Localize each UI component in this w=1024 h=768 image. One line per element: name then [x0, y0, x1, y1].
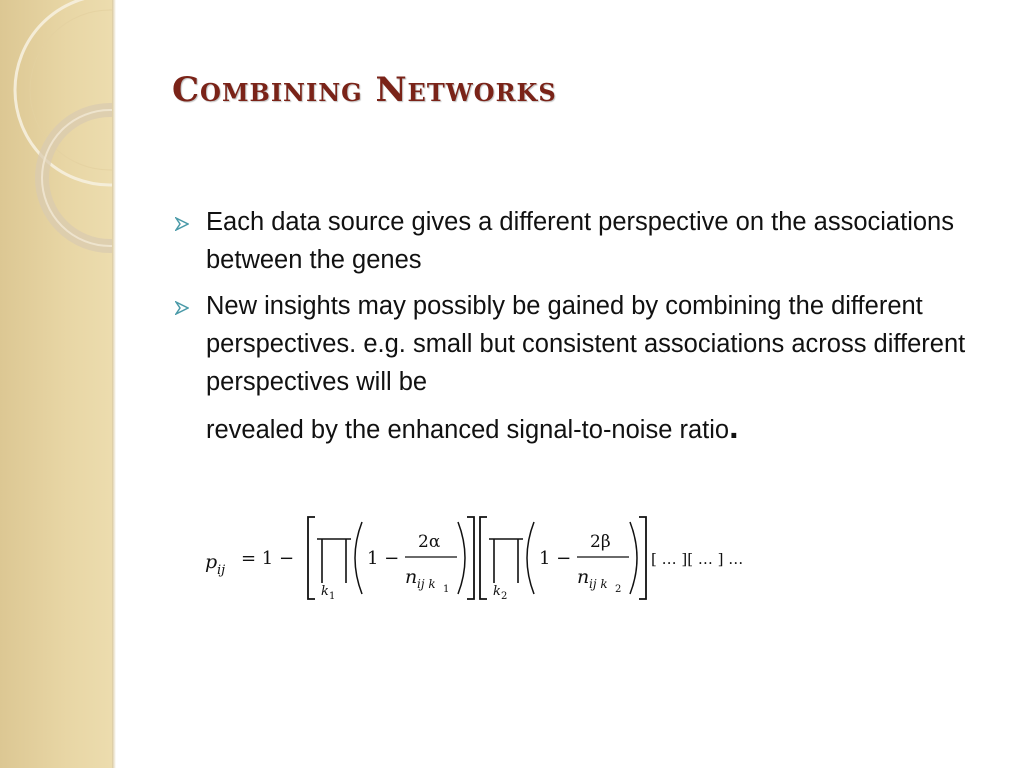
formula-lhs-sub: ij: [217, 563, 225, 578]
formula-lhs: p: [205, 551, 217, 573]
product-symbol-2: [489, 538, 523, 583]
product-2-subsub: 2: [501, 591, 507, 602]
bullet-text-2-end: revealed by the enhanced signal-to-noise…: [206, 416, 730, 444]
right-paren-2: [629, 521, 638, 595]
right-bracket-2: [639, 516, 647, 600]
denominator-1-subsub: 1: [443, 584, 449, 595]
bullet-list: Each data source gives a different persp…: [172, 203, 972, 464]
numerator-alpha: 2α: [418, 532, 441, 552]
arrow-bullet-icon: [175, 217, 189, 231]
product-symbol-1: [317, 538, 351, 583]
one-minus-2: 1 −: [539, 548, 571, 569]
product-2-sub: k: [493, 584, 501, 599]
right-bracket-1: [467, 516, 475, 600]
right-paren-1: [457, 521, 466, 595]
bullet-text-1: Each data source gives a different persp…: [206, 208, 954, 274]
bullet-period: .: [729, 408, 739, 446]
bullet-text-2-last-line: revealed by the enhanced signal-to-noise…: [206, 401, 972, 456]
left-paren-1: [354, 521, 363, 595]
left-paren-2: [526, 521, 535, 595]
bullet-item-2: New insights may possibly be gained by c…: [172, 287, 972, 456]
product-1-subsub: 1: [329, 591, 335, 602]
decorative-sidebar: [0, 0, 112, 768]
product-1-sub: k: [321, 584, 329, 599]
left-bracket-2: [479, 516, 487, 600]
denominator-2-subsub: 2: [615, 584, 621, 595]
denominator-1-sub: ij k: [417, 577, 436, 591]
bullet-text-2: New insights may possibly be gained by c…: [206, 292, 966, 396]
bullet-item-1: Each data source gives a different persp…: [172, 203, 972, 279]
formula-equals: = 1 −: [241, 548, 294, 569]
arrow-bullet-icon: [175, 301, 189, 315]
probability-formula: p ij = 1 − k 1 1 − 2α n ij k 1 k 2 1 − 2…: [205, 516, 743, 602]
denominator-2-sub: ij k: [589, 577, 608, 591]
sidebar-edge: [112, 0, 116, 768]
numerator-beta: 2β: [590, 532, 611, 552]
one-minus-1: 1 −: [367, 548, 399, 569]
slide-title: Combining Networks: [172, 70, 557, 110]
left-bracket-1: [307, 516, 315, 600]
formula-tail: [ … ][ … ] …: [651, 550, 743, 568]
decorative-rings: [13, 0, 112, 253]
denominator-1: n: [405, 566, 417, 588]
denominator-2: n: [577, 566, 589, 588]
